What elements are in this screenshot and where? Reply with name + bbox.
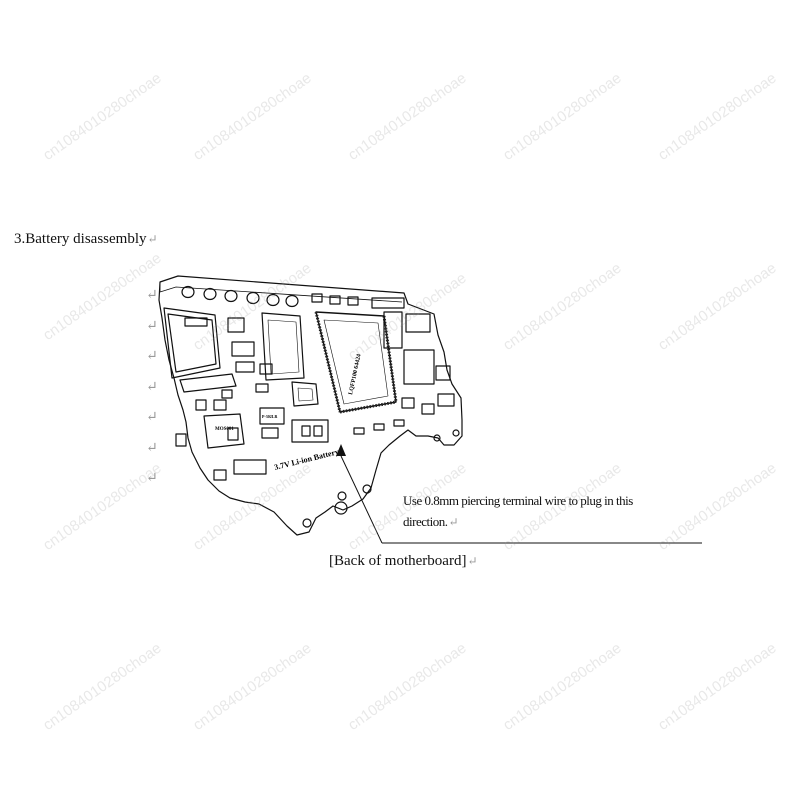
component [259, 407, 285, 425]
margin-return-mark: ↵ [146, 288, 158, 303]
component [213, 469, 227, 481]
component [383, 311, 403, 349]
margin-return-mark: ↵ [146, 440, 158, 456]
component [255, 383, 269, 393]
mounting-holes [181, 285, 460, 528]
paragraph-return-mark: ↵ [147, 232, 158, 246]
component [221, 389, 233, 399]
component [213, 399, 227, 411]
battery-connector [291, 419, 329, 443]
margin-return-mark: ↵ [146, 349, 158, 364]
main-processor-chip [314, 311, 398, 414]
component [421, 403, 435, 415]
component [231, 341, 255, 357]
margin-return-mark: ↵ [146, 318, 158, 334]
paragraph-return-mark: ↵ [467, 554, 478, 568]
chip-silk-label: LQFP100 64424 [348, 354, 362, 396]
sd-card-slot [163, 307, 237, 393]
instruction-note: Use 0.8mm piercing terminal wire to plug… [403, 490, 683, 533]
component [435, 365, 451, 381]
mos-module [203, 413, 245, 449]
figure-caption-text: [Back of motherboard] [329, 553, 467, 569]
component [233, 459, 267, 475]
battery-connector-pin [313, 425, 323, 437]
section-heading: 3.Battery disassembly↵ [14, 229, 158, 249]
battery-silk-label: 3.7V Li-ion Battery [273, 447, 340, 472]
component [405, 313, 431, 333]
component [235, 361, 255, 373]
figure-caption: [Back of motherboard]↵ [329, 551, 478, 571]
ic-chip-b [291, 381, 319, 407]
component [403, 349, 435, 385]
component [353, 427, 365, 435]
component [227, 317, 245, 333]
margin-return-marks: ↵ ↵ ↵ ↵ ↵ ↵ ↵ [146, 286, 164, 500]
section-heading-text: 3.Battery disassembly [14, 231, 147, 247]
component [393, 419, 405, 427]
small-silk-label: P-302LR [262, 414, 277, 419]
side-switch [175, 433, 187, 447]
arrow-head [336, 444, 346, 456]
paragraph-return-mark: ↵ [448, 515, 459, 529]
component [261, 427, 279, 439]
margin-return-mark: ↵ [146, 379, 158, 395]
margin-return-mark: ↵ [146, 410, 158, 425]
module-silk-label: MOS001 [215, 427, 234, 432]
top-connectors [311, 293, 405, 309]
component [195, 399, 207, 411]
margin-return-mark: ↵ [146, 471, 158, 486]
leader-line [340, 455, 383, 544]
ic-chip-small [261, 312, 305, 381]
component [437, 393, 455, 407]
battery-connector-pin [301, 425, 311, 437]
component [401, 397, 415, 409]
instruction-note-text: Use 0.8mm piercing terminal wire to plug… [403, 493, 633, 529]
component [373, 423, 385, 431]
